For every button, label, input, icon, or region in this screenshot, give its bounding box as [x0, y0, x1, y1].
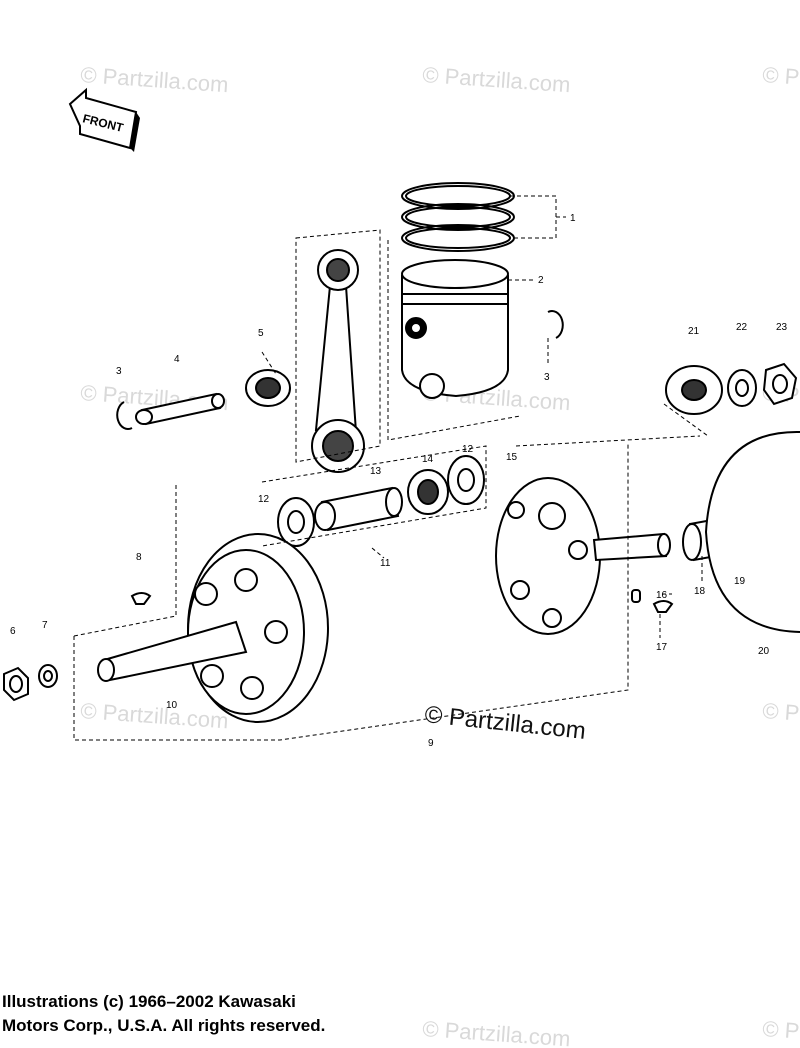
- drive-gear-icon: [665, 365, 723, 415]
- big-end-bearing-icon: [407, 469, 449, 515]
- callout-8: 8: [136, 552, 142, 563]
- circlip-icon: [116, 310, 564, 430]
- nut-icon: [762, 362, 798, 406]
- watermark-text: © Partzilla.com: [80, 62, 230, 97]
- washer-icon: [727, 369, 757, 407]
- callout-3: 3: [544, 372, 550, 383]
- callout-14: 14: [422, 454, 434, 465]
- right-crank-half-icon: [495, 477, 671, 635]
- piston-icon: [401, 259, 509, 399]
- left-washer-icon: [38, 664, 58, 688]
- callout-11: 11: [380, 558, 391, 569]
- leader-lines: [73, 195, 709, 741]
- left-nut-icon: [3, 666, 29, 702]
- watermark-text: © Partzilla.com: [422, 62, 572, 97]
- callout-12: 12: [258, 494, 270, 505]
- callout-18: 18: [694, 586, 706, 597]
- callout-15: 15: [506, 452, 518, 463]
- callout-17: 17: [656, 642, 668, 653]
- woodruff-key-icon: [130, 589, 674, 613]
- callout-12: 12: [462, 444, 474, 455]
- callout-19: 19: [734, 576, 746, 587]
- small-end-bearing-icon: [245, 369, 291, 407]
- callout-4: 4: [174, 354, 180, 365]
- callout-9: 9: [428, 738, 434, 749]
- callout-7: 7: [42, 620, 48, 631]
- watermark-text: © Partzilla.com: [80, 698, 230, 733]
- piston-pin-icon: [135, 392, 225, 426]
- copyright-notice: Illustrations (c) 1966–2002 Kawasaki Mot…: [2, 990, 522, 1038]
- connecting-rod-icon: [311, 249, 365, 473]
- callout-21: 21: [688, 326, 700, 337]
- copyright-line-1: Illustrations (c) 1966–2002 Kawasaki: [2, 992, 296, 1011]
- thrust-washer-icon: [277, 455, 485, 547]
- callout-22: 22: [736, 322, 748, 333]
- callout-13: 13: [370, 466, 382, 477]
- watermark-text: © Partzilla.com: [762, 698, 800, 733]
- callout-23: 23: [776, 322, 788, 333]
- copyright-line-2: Motors Corp., U.S.A. All rights reserved…: [2, 1016, 326, 1035]
- callout-20: 20: [758, 646, 770, 657]
- left-crank-half-icon: [97, 533, 329, 723]
- callout-labels: 1 2 3 3 4 5 6 7 8 9 10 11 12 12 13 14 15…: [10, 213, 788, 749]
- partzilla-watermark: © Partzilla.com: [423, 701, 587, 745]
- watermark-text: © Partzilla.com: [762, 62, 800, 97]
- piston-rings-icon: [401, 182, 515, 252]
- callout-2: 2: [538, 275, 544, 286]
- watermark-text: © Partzilla.com: [762, 1016, 800, 1048]
- rotor-disc-icon: [704, 430, 800, 633]
- crank-pin-icon: [314, 486, 403, 532]
- callout-5: 5: [258, 328, 264, 339]
- callout-6: 6: [10, 626, 16, 637]
- callout-1: 1: [570, 213, 576, 224]
- callout-10: 10: [166, 700, 178, 711]
- front-arrow-icon: FRONT: [68, 87, 140, 152]
- callout-3: 3: [116, 366, 122, 377]
- callout-16: 16: [656, 590, 668, 601]
